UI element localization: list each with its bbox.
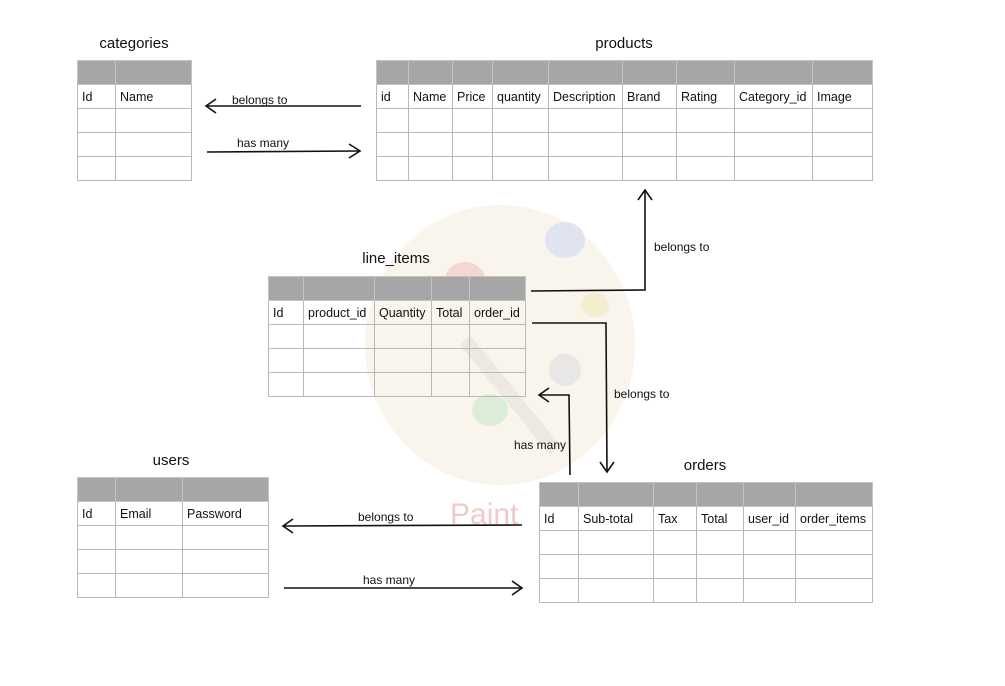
arrowhead-products-bottom [637,188,653,201]
label-categories-to-products: has many [237,136,290,150]
products-column-brand: Brand [622,84,677,109]
categories-column-id: Id [77,84,116,109]
categories-title: categories [99,35,169,52]
label-orders-to-line-items: has many [514,438,567,452]
arrowhead-products [348,143,362,159]
arrow-categories-to-products [206,150,361,153]
products-column-description: Description [548,84,623,109]
label-orders-to-users: belongs to [358,510,414,524]
line-items-column-order-id: order_id [469,300,526,325]
arrow-line-items-to-products [530,190,646,292]
label-line-items-to-orders: belongs to [614,387,670,401]
arrow-orders-to-line-items [539,394,571,476]
products-column-rating: Rating [676,84,735,109]
products-column-name: Name [408,84,453,109]
products-title: products [595,35,653,52]
line-items-column-total: Total [431,300,470,325]
users-column-password: Password [182,501,269,526]
orders-column-user-id: user_id [743,506,796,531]
arrowhead-orders-left [511,580,524,596]
orders-column-id: Id [539,506,579,531]
products-column-id: id [376,84,409,109]
orders-column-tax: Tax [653,506,697,531]
products-table: id Name Price quantity Description Brand… [376,60,873,181]
line-items-title: line_items [362,250,430,267]
orders-column-order-items: order_items [795,506,873,531]
users-table: Id Email Password [77,477,269,598]
arrowhead-categories [204,98,217,114]
arrowhead-users [281,518,294,534]
categories-column-name: Name [115,84,192,109]
line-items-table: Id product_id Quantity Total order_id [268,276,526,397]
users-title: users [152,452,190,469]
arrowhead-orders [599,461,615,474]
orders-table: Id Sub-total Tax Total user_id order_ite… [539,482,873,603]
products-column-quantity: quantity [492,84,549,109]
orders-title: orders [683,457,727,474]
label-line-items-to-products: belongs to [654,240,710,254]
line-items-column-product-id: product_id [303,300,375,325]
orders-column-total: Total [696,506,744,531]
arrow-line-items-to-orders [532,322,608,473]
categories-table: Id Name [77,60,192,181]
orders-column-sub-total: Sub-total [578,506,654,531]
label-users-to-orders: has many [363,573,416,587]
users-column-email: Email [115,501,183,526]
arrowhead-line-items [537,387,550,403]
label-products-to-categories: belongs to [232,93,288,107]
arrow-orders-to-users [282,524,523,527]
